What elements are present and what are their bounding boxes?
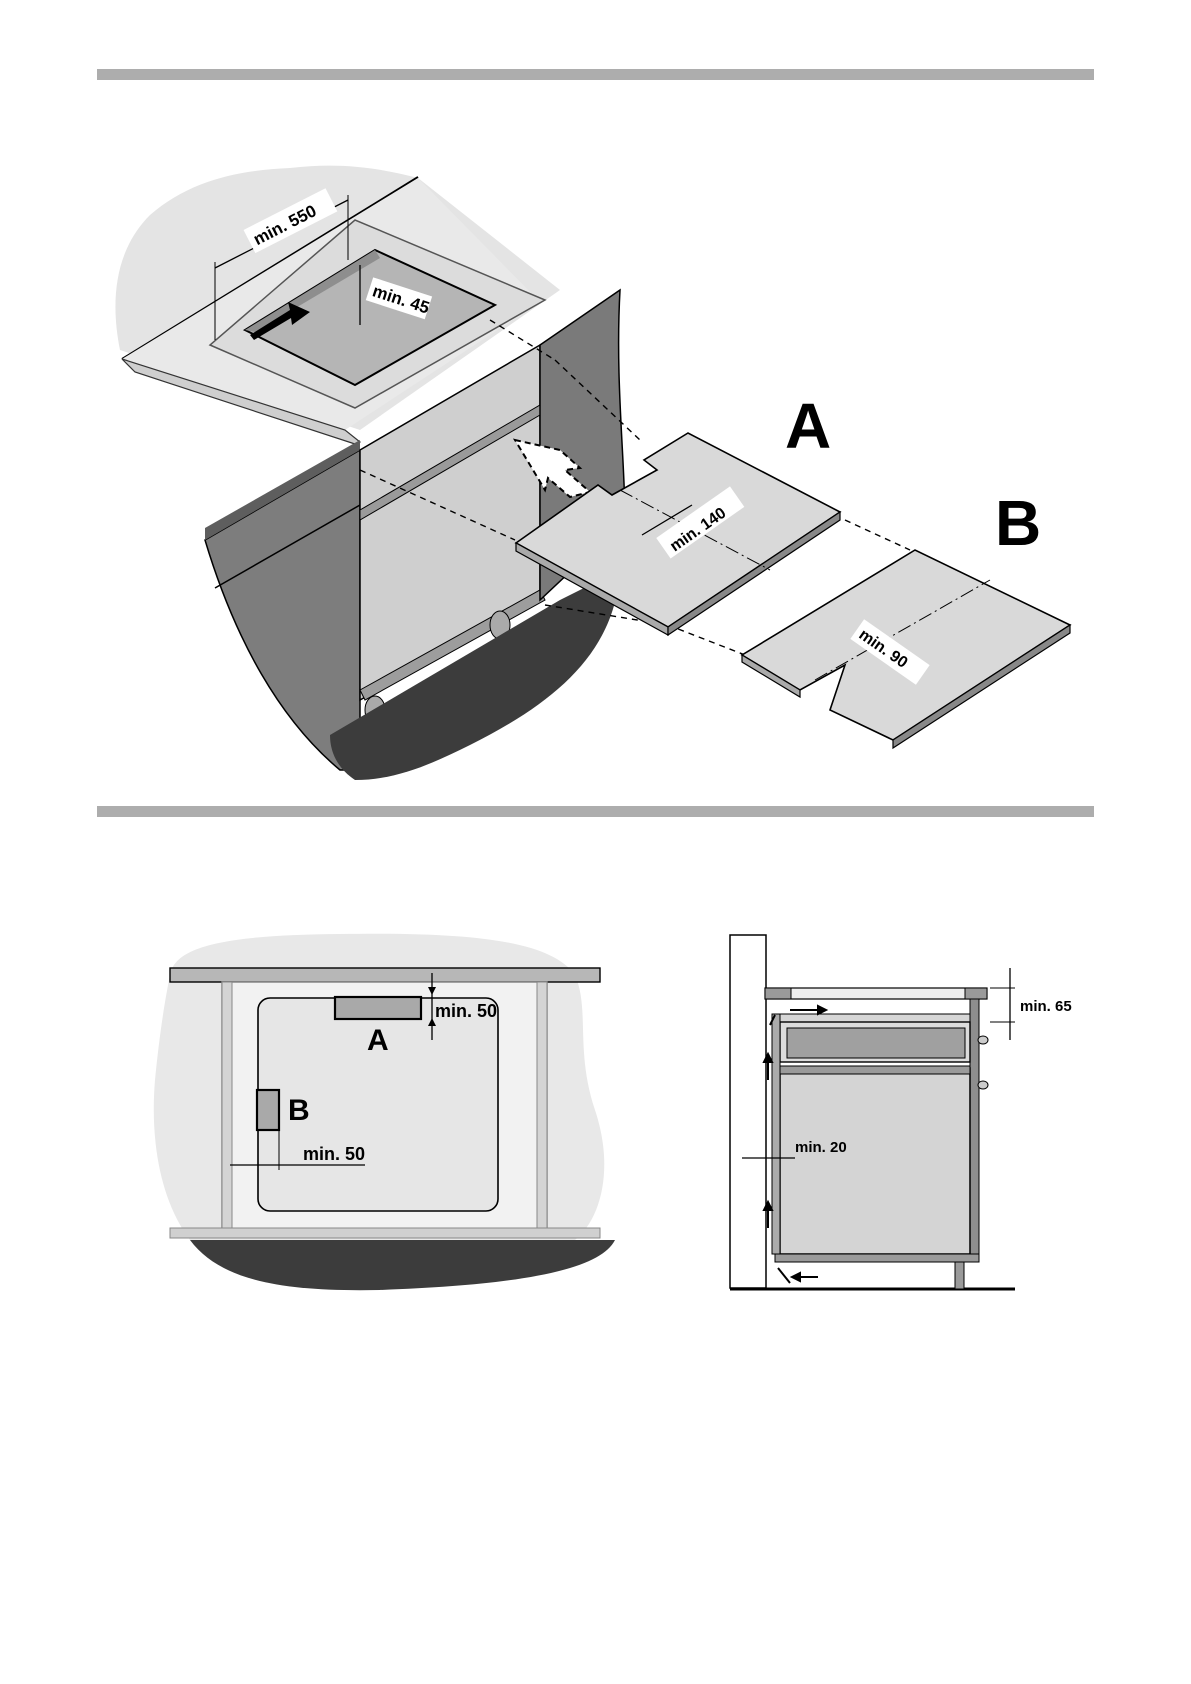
front-view-floor-shadow bbox=[190, 1240, 615, 1290]
front-cutout-a bbox=[335, 997, 421, 1019]
front-view-rail-bottom bbox=[170, 1228, 600, 1238]
front-cutout-b bbox=[257, 1090, 279, 1130]
dim-top-arrows bbox=[428, 987, 436, 1026]
panel-b-top bbox=[742, 550, 1070, 740]
front-dim-side-label: min. 50 bbox=[303, 1144, 365, 1164]
front-dim-top-label: min. 50 bbox=[435, 1001, 497, 1021]
section-countertop-end-right bbox=[965, 988, 987, 999]
section-countertop bbox=[765, 988, 987, 999]
section-oven-bottom-bar bbox=[775, 1254, 979, 1262]
front-view-cabinet-post-right bbox=[537, 982, 547, 1230]
section-wall bbox=[730, 935, 766, 1288]
front-view-countertop bbox=[170, 968, 600, 982]
section-top-rail bbox=[780, 1014, 970, 1022]
section-dim-65-label: min. 65 bbox=[1020, 998, 1072, 1015]
section-knob-top bbox=[978, 1036, 988, 1044]
section-drawer bbox=[780, 1022, 970, 1062]
cabinet-installation-diagram: min. 140 min. 90 min. 550 min. 45 A B bbox=[0, 0, 1191, 800]
section-oven-top-bar bbox=[780, 1066, 970, 1074]
front-view-background bbox=[154, 934, 604, 1240]
front-view-cabinet-post-left bbox=[222, 982, 232, 1230]
panel-b-letter: B bbox=[995, 487, 1041, 559]
section-cabinet-side bbox=[970, 999, 979, 1261]
left-cabinet-side bbox=[205, 450, 360, 770]
front-cutout-a-letter: A bbox=[367, 1024, 389, 1057]
airflow-arrows bbox=[764, 1006, 826, 1283]
section-leg bbox=[955, 1262, 964, 1289]
section-drawer-face bbox=[787, 1028, 965, 1058]
front-cutout-b-letter: B bbox=[288, 1094, 310, 1127]
section-knob-bottom bbox=[978, 1081, 988, 1089]
panel-a-letter: A bbox=[785, 390, 831, 462]
section-back-panel bbox=[772, 1014, 780, 1254]
section-oven-body bbox=[780, 1068, 970, 1254]
section-countertop-end-left bbox=[765, 988, 791, 999]
section-dim-20-label: min. 20 bbox=[795, 1139, 847, 1156]
middle-divider-bar bbox=[97, 806, 1094, 817]
front-view-cabinet-frame bbox=[222, 982, 547, 1230]
front-view-appliance bbox=[258, 998, 498, 1211]
